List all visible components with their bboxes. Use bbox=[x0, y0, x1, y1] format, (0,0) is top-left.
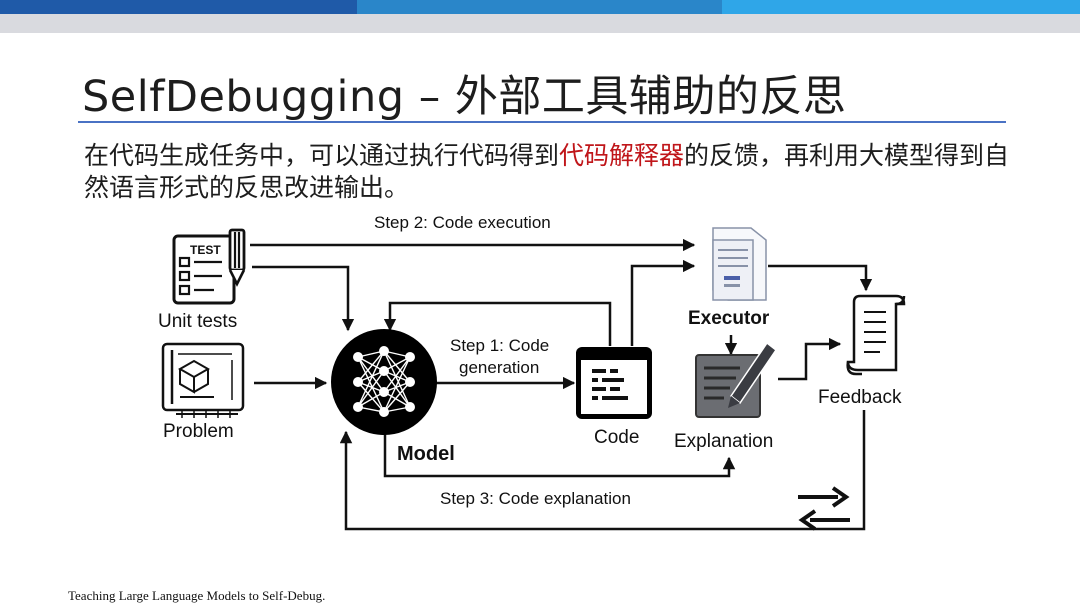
arrow-feedback-to-model bbox=[339, 410, 866, 531]
intro-highlight: 代码解释器 bbox=[559, 141, 685, 170]
step2-label: Step 2: Code execution bbox=[374, 213, 551, 232]
code-window-icon bbox=[576, 347, 652, 419]
arrow-executor-to-feedback bbox=[768, 264, 873, 292]
arrow-model-to-explanation bbox=[383, 428, 736, 478]
intro-paragraph: 在代码生成任务中，可以通过执行代码得到代码解释器的反馈，再利用大模型得到自然语言… bbox=[84, 140, 1024, 204]
header-bar-light bbox=[722, 0, 1080, 14]
unit-tests-label: Unit tests bbox=[158, 311, 237, 332]
explanation-label: Explanation bbox=[674, 431, 773, 452]
intro-text-start: 在代码生成任务中，可以通过执行代码得到 bbox=[84, 141, 560, 170]
arrow-code-to-model bbox=[383, 301, 612, 346]
step3-label: Step 3: Code explanation bbox=[440, 489, 631, 508]
model-neural-network-icon bbox=[331, 329, 437, 435]
step1-label-line1: Step 1: Code bbox=[450, 336, 549, 355]
arrow-tests-to-model bbox=[252, 265, 355, 332]
title-underline bbox=[78, 121, 1006, 123]
feedback-label: Feedback bbox=[818, 387, 902, 408]
feedback-scroll-icon bbox=[846, 294, 906, 376]
header-bar-gray bbox=[0, 14, 1080, 33]
step1-label-line2: generation bbox=[459, 358, 539, 377]
explanation-notepad-icon bbox=[695, 341, 778, 418]
intro-text-end: 的反馈，再利用大模型得到自然语言形式的反思改进输出。 bbox=[84, 141, 1010, 202]
slide-title: SelfDebugging – 外部工具辅助的反思 bbox=[82, 72, 847, 122]
arrow-code-to-executor bbox=[630, 259, 696, 346]
executor-server-icon bbox=[712, 227, 767, 301]
executor-label: Executor bbox=[688, 308, 770, 329]
header-bar-mid bbox=[357, 0, 722, 14]
problem-blueprint-icon bbox=[161, 342, 245, 418]
connectors bbox=[250, 238, 873, 531]
citation-footer: Teaching Large Language Models to Self-D… bbox=[68, 588, 326, 603]
unit-tests-icon: TEST bbox=[172, 228, 246, 305]
code-label: Code bbox=[594, 427, 639, 448]
problem-label: Problem bbox=[163, 421, 234, 442]
arrow-explanation-to-feedback bbox=[778, 337, 842, 381]
test-badge-text: TEST bbox=[190, 243, 221, 257]
header-bar-dark bbox=[0, 0, 357, 14]
model-label: Model bbox=[397, 443, 455, 465]
repeat-loop-icon bbox=[798, 486, 850, 531]
